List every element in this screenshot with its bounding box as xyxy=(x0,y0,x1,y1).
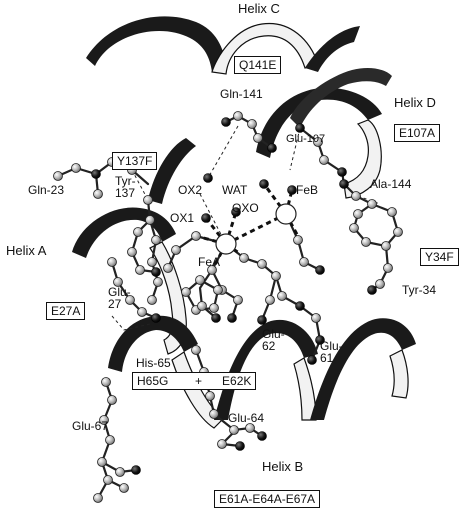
residue-gln-141-label: Gln-141 xyxy=(220,87,263,101)
mutation-e61a-e64a-e67a-box: E61A-E64A-E67A xyxy=(214,490,321,509)
mutation-e27a-box: E27A xyxy=(46,302,86,321)
mutation-y137f-box: Y137F xyxy=(112,152,158,171)
residue-ala-144-label: Ala-144 xyxy=(370,177,412,191)
residue-glu-61-label: Glu- 61 xyxy=(320,339,343,365)
mutation-e107a-box: E107A xyxy=(394,124,441,143)
helix-d-label: Helix D xyxy=(394,95,436,110)
atom-oxo-label: OXO xyxy=(232,201,259,215)
residue-tyr-137-label: Tyr- 137 xyxy=(115,174,136,200)
carbon-atoms xyxy=(53,111,403,503)
helix-b-label: Helix B xyxy=(262,459,304,474)
mutation-y34f-box: Y34F xyxy=(420,248,459,267)
helix-d-ribbon xyxy=(256,68,392,199)
atom-feb-label: FeB xyxy=(296,183,319,197)
mutation-h65g-e62k-box: H65G + E62K xyxy=(132,372,257,391)
mutation-q141e-box: Q141E xyxy=(234,56,282,75)
helix-c-label: Helix C xyxy=(238,1,280,16)
iron-atoms xyxy=(215,203,297,255)
atom-fea-label: FeA xyxy=(198,255,221,269)
residue-his-65-label: His-65 xyxy=(136,356,171,370)
residue-glu-67-label: Glu-67 xyxy=(72,419,109,433)
atom-wat-label: WAT xyxy=(222,183,248,197)
helix-a-label: Helix A xyxy=(6,243,47,258)
residue-glu-107-label: Glu-107 xyxy=(286,133,326,145)
helix-c-ribbon xyxy=(86,16,360,75)
residue-glu-62-label: Glu- 62 xyxy=(262,327,285,353)
residue-gln-23-label: Gln-23 xyxy=(28,183,65,197)
atom-ox1-label: OX1 xyxy=(170,211,195,225)
helix-b-ribbon xyxy=(108,315,416,429)
residue-glu-64-label: Glu-64 xyxy=(228,411,265,425)
atom-ox2-label: OX2 xyxy=(178,183,203,197)
residue-tyr-34-label: Tyr-34 xyxy=(402,283,437,297)
oxygen-atoms xyxy=(91,117,377,475)
residue-glu-27-label: Glu- 27 xyxy=(108,285,131,311)
